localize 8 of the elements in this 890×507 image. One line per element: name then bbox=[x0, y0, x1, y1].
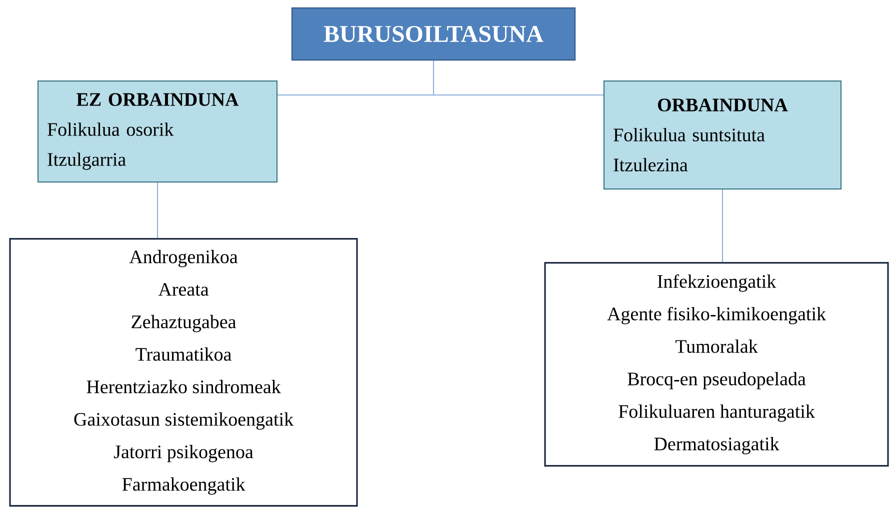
list-box: Infekzioengatik Agente fisiko-kimikoengatik Tumoralak Brocq-en pseudopelada Folikuluaren hanturagatik Dermatosiagatik bbox=[544, 262, 889, 467]
list-box: Androgenikoa Areata Zehaztugabea Traumatikoa Herentziazko sindromeak Gaixotasun sistemikoengatik Jatorri psikogenoa Farmakoengatik bbox=[9, 238, 358, 507]
connector-line bbox=[722, 189, 723, 262]
connector-line bbox=[433, 60, 604, 96]
category-box: ORBAINDUNA Folikulua suntsituta Itzulezina bbox=[604, 80, 842, 190]
title-box: BURUSOILTASUNA bbox=[291, 7, 576, 61]
connector-line bbox=[157, 182, 158, 238]
category-box: EZ ORBAINDUNA Folikulua osorik Itzulgarria bbox=[38, 80, 278, 182]
